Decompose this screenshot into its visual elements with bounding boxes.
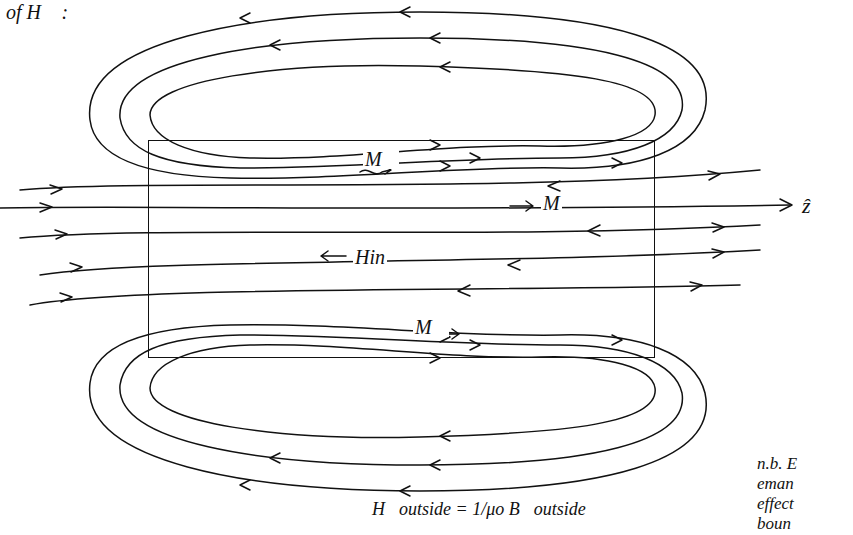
side-note-fragment: boun bbox=[755, 515, 793, 532]
axis-label: ẑ bbox=[800, 195, 813, 217]
side-note-fragment: eman bbox=[755, 475, 796, 492]
relation-note: H⃗outside = 1/μo B⃗outside bbox=[370, 500, 588, 518]
magnetization-label: M bbox=[541, 193, 562, 213]
magnetization-label: M⃗ bbox=[413, 317, 449, 337]
side-note-fragment: n.b. E bbox=[755, 455, 799, 472]
heading-fragment: of H⃗ : bbox=[4, 2, 70, 22]
side-note-fragment: effect bbox=[755, 495, 796, 512]
magnetization-label: M⃗ bbox=[363, 149, 399, 169]
magnet-body: M⃗MHinM⃗ bbox=[148, 140, 655, 358]
field-loops bbox=[90, 7, 707, 178]
h-inside-label: Hin bbox=[353, 247, 387, 267]
